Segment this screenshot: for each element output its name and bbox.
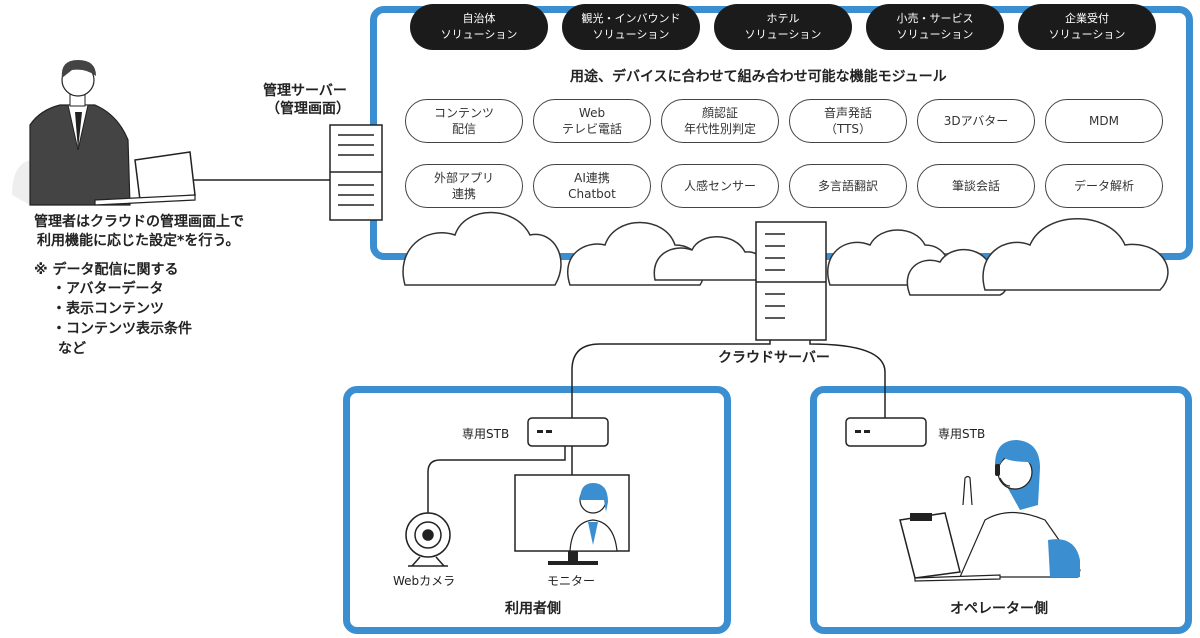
admin-desc-line2: 利用機能に応じた設定*を行う。 <box>37 233 240 249</box>
user-stb-label: 専用STB <box>462 427 510 441</box>
module-pill-10[interactable]: 筆談会話 <box>917 164 1035 208</box>
solution-pill-4[interactable]: 企業受付 ソリューション <box>1018 4 1156 50</box>
module-pill-8[interactable]: 人感センサー <box>661 164 779 208</box>
cloud-server-label: クラウドサーバー <box>718 350 830 366</box>
operator-stb-label: 専用STB <box>938 427 986 441</box>
admin-server-label: 管理サーバー <box>263 83 347 99</box>
admin-desc-line1: 管理者はクラウドの管理画面上で <box>34 214 244 230</box>
admin-server-icon <box>329 124 383 221</box>
admin-note-tail: など <box>58 341 86 357</box>
module-pill-7[interactable]: AI連携 Chatbot <box>533 164 651 208</box>
module-pill-2[interactable]: 顔認証 年代性別判定 <box>661 99 779 143</box>
solution-pill-1[interactable]: 観光・インバウンド ソリューション <box>562 4 700 50</box>
modules-heading: 用途、デバイスに合わせて組み合わせ可能な機能モジュール <box>570 69 947 85</box>
admin-person-icon <box>12 60 196 206</box>
admin-note-item-1: ・表示コンテンツ <box>52 301 164 317</box>
network-lines <box>427 340 886 515</box>
solution-pill-0[interactable]: 自治体 ソリューション <box>410 4 548 50</box>
operator-stb-icon <box>845 417 927 447</box>
user-side-title: 利用者側 <box>505 601 561 617</box>
cloud-icon <box>402 211 1169 296</box>
module-pill-5[interactable]: MDM <box>1045 99 1163 143</box>
cloud-server-icon <box>755 221 827 341</box>
admin-note-item-2: ・コンテンツ表示条件 <box>52 321 192 337</box>
module-pill-1[interactable]: Web テレビ電話 <box>533 99 651 143</box>
solution-pill-3[interactable]: 小売・サービス ソリューション <box>866 4 1004 50</box>
module-pill-0[interactable]: コンテンツ 配信 <box>405 99 523 143</box>
module-pill-3[interactable]: 音声発話 （TTS） <box>789 99 907 143</box>
user-stb-icon <box>527 417 609 447</box>
operator-side-title: オペレーター側 <box>950 601 1048 617</box>
monitor-icon <box>514 474 630 565</box>
operator-person-icon <box>899 440 1081 582</box>
webcam-icon <box>405 512 451 567</box>
admin-server-sublabel: （管理画面） <box>266 101 350 117</box>
module-pill-4[interactable]: 3Dアバター <box>917 99 1035 143</box>
webcam-label: Webカメラ <box>393 574 456 588</box>
admin-note-item-0: ・アバターデータ <box>52 281 164 297</box>
admin-note-title: ※ データ配信に関する <box>34 262 179 278</box>
monitor-label: モニター <box>547 574 596 588</box>
solution-pill-2[interactable]: ホテル ソリューション <box>714 4 852 50</box>
module-pill-9[interactable]: 多言語翻訳 <box>789 164 907 208</box>
module-pill-6[interactable]: 外部アプリ 連携 <box>405 164 523 208</box>
module-pill-11[interactable]: データ解析 <box>1045 164 1163 208</box>
